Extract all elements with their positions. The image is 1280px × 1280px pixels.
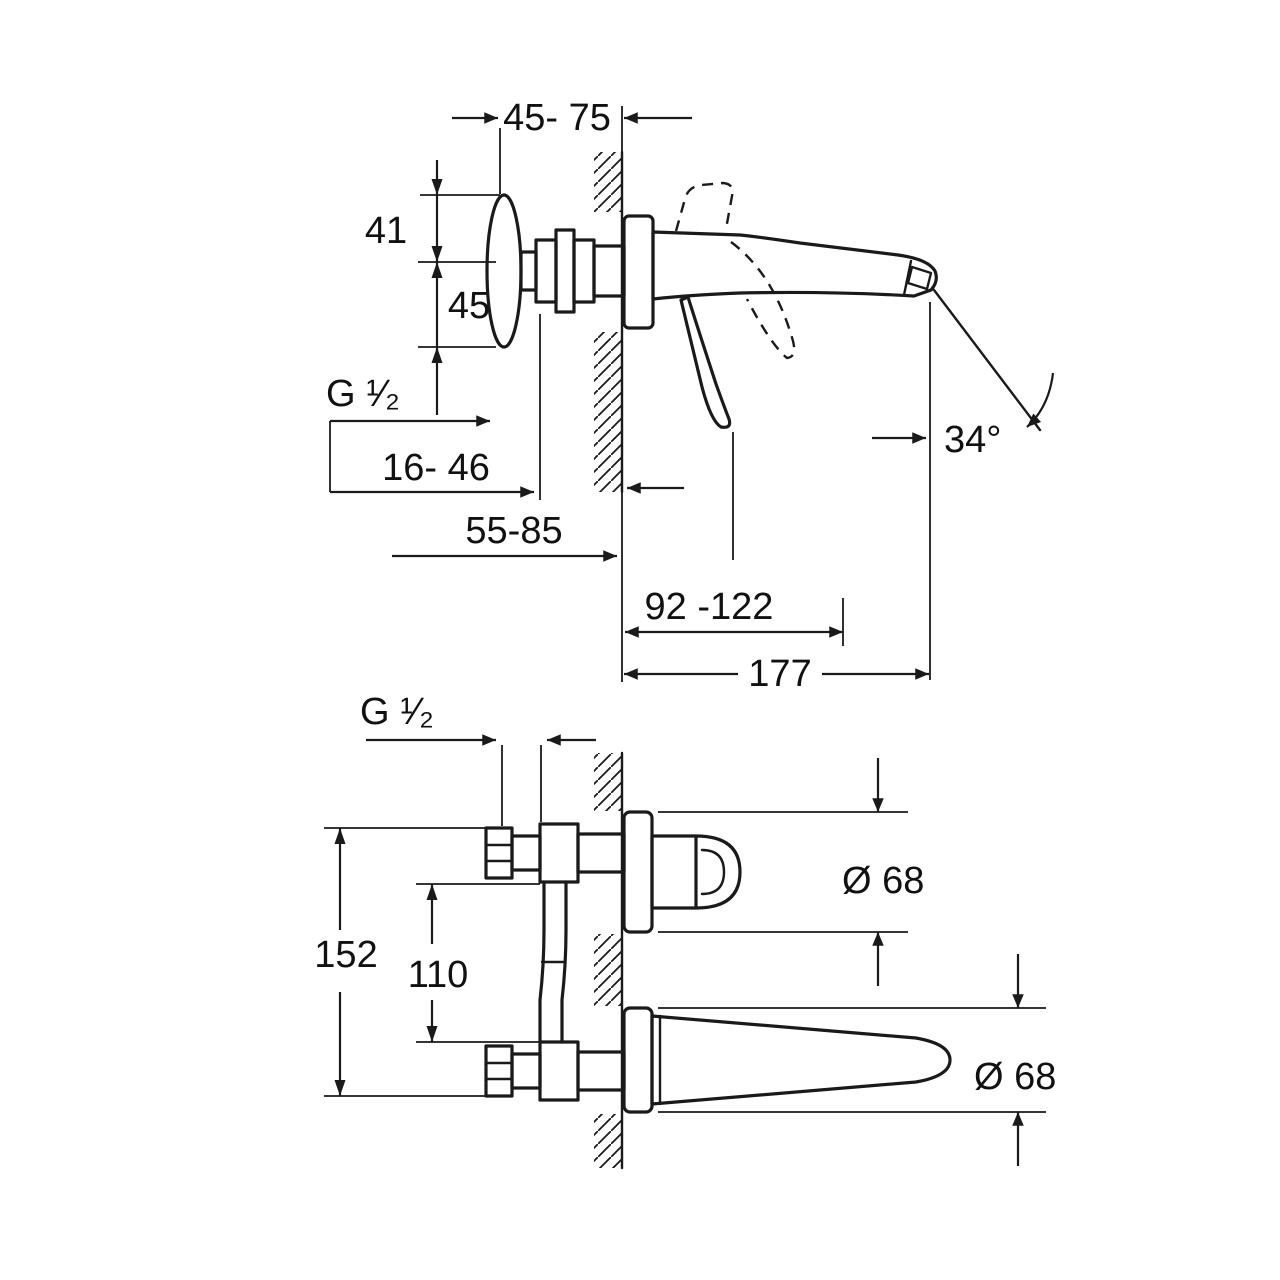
lower-escutcheon — [622, 1006, 654, 1114]
angle-arc-arrow — [1026, 372, 1055, 428]
lever-handle-alt-dashed — [674, 181, 734, 232]
rough-in-body-view — [484, 810, 952, 1114]
lever-handle — [679, 295, 732, 429]
dim-45-label: 45 — [448, 285, 490, 327]
diameter-68-top-label: Ø 68 — [842, 860, 924, 902]
thread-size-bottom-label: G ¹⁄₂ — [360, 691, 434, 733]
lower-hex-nut — [484, 1044, 514, 1098]
dim-110-label: 110 — [408, 954, 469, 996]
dim-92-122-label: 92 -122 — [645, 586, 774, 628]
wall-pipe — [592, 244, 626, 298]
bracket-spine-right — [560, 880, 568, 1044]
wall-hatch-top-lower — [594, 332, 622, 492]
upper-escutcheon — [622, 810, 654, 934]
spout-front — [650, 1014, 952, 1106]
dim-41-label: 41 — [365, 210, 407, 252]
dimensions-bottom-view: G ¹⁄₂ 152 110 Ø 68 Ø 68 — [314, 691, 1056, 1166]
dim-45-75-label: 45- 75 — [503, 97, 611, 139]
bracket-spine-left — [538, 880, 546, 1044]
dim-55-85-label: 55-85 — [465, 510, 562, 552]
dim-16-46-label: 16- 46 — [382, 447, 490, 489]
wall-hatch-bottom-2 — [594, 934, 622, 1006]
wall-section-bottom — [594, 751, 624, 1170]
faucet-side-view — [485, 181, 938, 429]
dimensions-top-view: 45- 75 41 45 G ¹⁄₂ 16- 46 55-85 92 -122 — [326, 97, 1055, 695]
angle-34-label: 34° — [944, 419, 1001, 461]
angle-reference-line — [932, 288, 1042, 432]
rosette-side — [485, 193, 523, 349]
handle-dome — [694, 834, 742, 910]
aerator — [906, 265, 933, 291]
upper-port-body — [538, 822, 580, 884]
lever-arm-alt-dashed — [730, 241, 796, 360]
dim-177-label: 177 — [748, 653, 811, 695]
thread-size-top-label: G ¹⁄₂ — [326, 373, 400, 415]
wall-flange-side — [622, 214, 655, 330]
union-nut — [554, 228, 576, 314]
lower-port-body — [538, 1040, 580, 1102]
spout-side — [651, 230, 938, 301]
dim-152-label: 152 — [314, 934, 377, 976]
wall-hatch-top-upper — [594, 152, 622, 212]
wall-hatch-bottom-1 — [594, 753, 622, 811]
diameter-68-bottom-label: Ø 68 — [974, 1056, 1056, 1098]
wall-section-top — [594, 106, 624, 682]
wall-hatch-bottom-3 — [594, 1114, 622, 1168]
upper-hex-nut — [484, 826, 514, 880]
